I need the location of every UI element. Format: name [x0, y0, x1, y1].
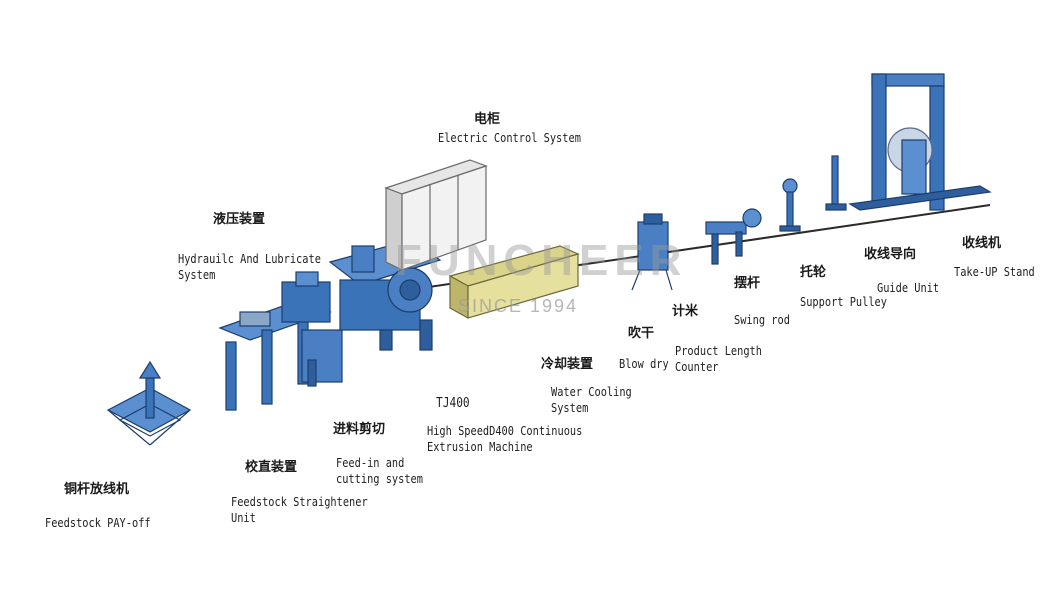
- payoff-machine: [106, 360, 192, 446]
- blow-dry-counter: [631, 213, 673, 291]
- takeup-label-zh: 收线机: [962, 236, 1002, 251]
- straightener-label-en: Feedstock Straightener Unit: [231, 495, 368, 525]
- counter-label-zh: 计米: [672, 304, 699, 319]
- support-pulley: [779, 178, 801, 232]
- guide-unit: [825, 155, 847, 211]
- extrusion-label-code: TJ400: [436, 396, 470, 411]
- swing-label-en: Swing rod: [734, 313, 790, 327]
- feedin-label-zh: 进料剪切: [333, 422, 386, 437]
- blowdry-label-zh: 吹干: [628, 326, 655, 341]
- blowdry-label-en: Blow dry: [619, 357, 669, 371]
- guide-label-en: Guide Unit: [877, 281, 940, 295]
- counter-label-en: Product Length Counter: [675, 344, 762, 374]
- electric-label-en: Electric Control System: [438, 131, 581, 145]
- swing-rod-unit: [705, 208, 762, 265]
- feedin-label-en: Feed-in and cutting system: [336, 456, 423, 486]
- takeup-stand: [848, 73, 992, 211]
- cooling-label-zh: 冷却装置: [541, 357, 594, 372]
- pulley-label-zh: 托轮: [800, 265, 827, 280]
- payoff-label-en: Feedstock PAY-off: [45, 516, 151, 530]
- guide-label-zh: 收线导向: [864, 247, 917, 262]
- cooling-label-en: Water Cooling System: [551, 385, 632, 415]
- brand-watermark: FUNCHEER: [395, 236, 688, 285]
- payoff-label-zh: 铜杆放线机: [64, 482, 130, 497]
- since-watermark: SINCE 1994: [458, 296, 579, 316]
- electric-cabinet: [384, 159, 488, 271]
- hydraulic-label-zh: 液压装置: [213, 212, 266, 227]
- electric-label-zh: 电柜: [474, 112, 501, 127]
- cooling-trough: [448, 245, 580, 320]
- pulley-label-en: Support Pulley: [800, 295, 887, 309]
- hydraulic-label-en: Hydrauilc And Lubricate System: [178, 252, 321, 282]
- swing-label-zh: 摆杆: [734, 276, 761, 291]
- straightener-label-zh: 校直装置: [245, 460, 298, 475]
- hydraulic-unit: [281, 271, 343, 387]
- takeup-label-en: Take-UP Stand: [954, 265, 1035, 279]
- extrusion-label-en: High SpeedD400 Continuous Extrusion Mach…: [427, 424, 583, 454]
